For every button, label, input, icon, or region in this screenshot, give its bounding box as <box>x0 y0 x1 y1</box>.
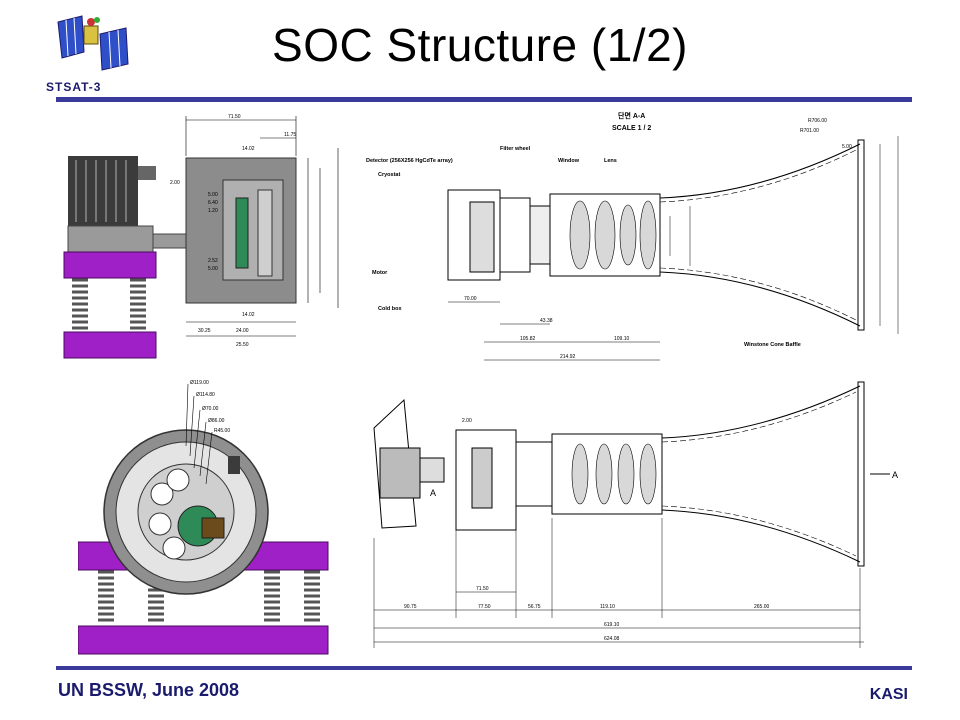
dim-label: 24.00 <box>236 328 249 334</box>
slide-title: SOC Structure (1/2) <box>272 19 688 71</box>
dim-label: 5.00 <box>208 192 218 198</box>
dim-label: 624.08 <box>604 636 620 642</box>
footer-event: UN BSSW, June 2008 <box>58 680 240 700</box>
drawing-top-view: A A 90.75 77.50 56.75 119.10 265.00 619.… <box>360 378 912 660</box>
dim-label: 2.00 <box>170 180 180 186</box>
dim-label: 30.25 <box>198 328 211 334</box>
section-marker: A <box>892 470 898 480</box>
dim-label: 70.00 <box>464 296 477 302</box>
callout-label: Motor <box>372 270 388 276</box>
dim-label: 5.00 <box>208 266 218 272</box>
drawing-front-view: Ø119.00 Ø114.80 Ø70.00 Ø86.00 R45.00 <box>77 376 352 658</box>
footer-org: KASI <box>869 686 908 703</box>
dim-label: 105.82 <box>520 336 536 342</box>
dim-label: 43.38 <box>540 318 553 324</box>
dim-label: 265.00 <box>754 604 770 610</box>
dim-label: R45.00 <box>214 428 230 434</box>
stsat-3-logo <box>52 12 132 82</box>
dim-label: 1.20 <box>208 208 218 214</box>
drawing-section-aa: 단면 A-A SCALE 1 / 2 Detector (256X256 HgC… <box>360 106 912 376</box>
dim-label: 71.50 <box>228 114 241 120</box>
callout-label: Cryostat <box>378 172 400 178</box>
section-marker: A <box>430 488 436 498</box>
dim-label: Ø119.00 <box>190 380 209 386</box>
dim-label: 71.50 <box>476 586 489 592</box>
dim-label: 2.52 <box>208 258 218 264</box>
dim-label: 619.10 <box>604 622 620 628</box>
footer-rule <box>56 666 912 670</box>
dim-label: Ø114.80 <box>196 392 215 398</box>
logo-label: STSAT-3 <box>46 80 102 94</box>
dim-label: 14.02 <box>242 312 255 318</box>
dim-label: 214.92 <box>560 354 576 360</box>
dim-label: 14.02 <box>242 146 255 152</box>
dim-label: 119.10 <box>600 604 615 610</box>
callout-label: Lens <box>604 158 617 164</box>
callout-label: Winstone Cone Baffle <box>744 342 801 348</box>
dim-label: 25.50 <box>236 342 249 348</box>
dim-label: 109.10 <box>614 336 630 342</box>
drawing-side-section: 71.50 14.02 11.75 2.00 5.00 6.40 1.20 2.… <box>58 108 358 366</box>
dim-label: 6.40 <box>208 200 218 206</box>
header-rule <box>56 97 912 102</box>
dim-label: Ø86.00 <box>208 418 225 424</box>
dim-label: 90.75 <box>404 604 417 610</box>
dim-label: R706.00 <box>808 118 827 124</box>
section-title: 단면 A-A <box>618 111 645 120</box>
dim-label: 77.50 <box>478 604 491 610</box>
scale-label: SCALE 1 / 2 <box>612 125 651 132</box>
callout-label: Detector (256X256 HgCdTe array) <box>366 158 453 164</box>
dim-label: 5.00 <box>842 144 852 150</box>
dim-label: 11.75 <box>284 132 296 138</box>
dim-label: 56.75 <box>528 604 541 610</box>
callout-label: Window <box>558 158 580 164</box>
dim-label: Ø70.00 <box>202 406 219 412</box>
dim-label: R701.00 <box>800 128 819 134</box>
callout-label: Filter wheel <box>500 146 531 152</box>
dim-label: 2.00 <box>462 418 472 424</box>
callout-label: Cold box <box>378 306 402 312</box>
